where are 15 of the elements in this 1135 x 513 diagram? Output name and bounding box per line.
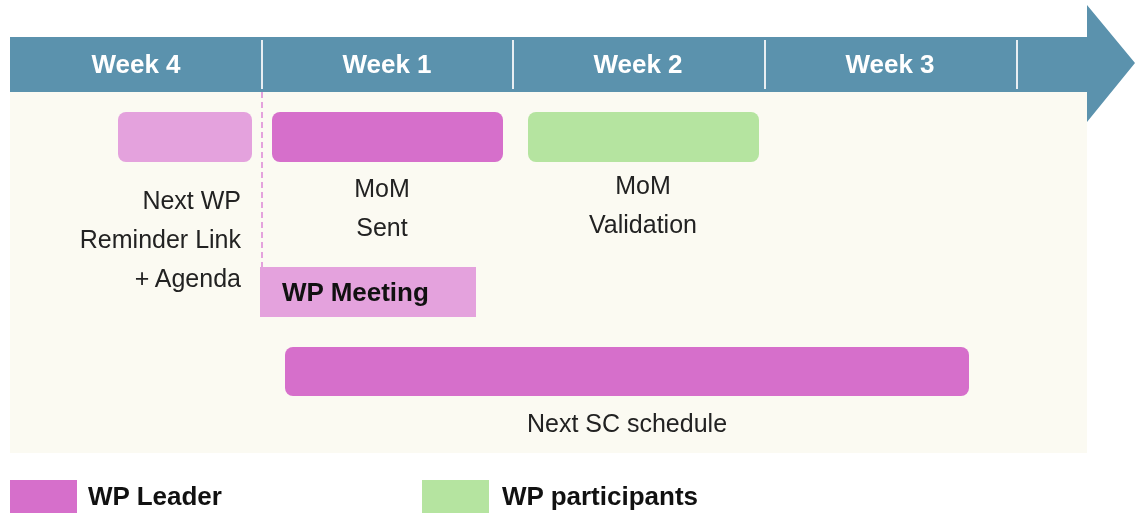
bar-caption: MoM Validation	[588, 170, 698, 240]
week-label: Week 3	[844, 48, 936, 81]
bar-caption: MoM Sent	[353, 173, 411, 243]
bar-caption: Next WP Reminder Link + Agenda	[78, 185, 241, 294]
timeline-bar	[118, 112, 252, 162]
legend-label: WP Leader	[88, 480, 222, 513]
week-label: Week 4	[90, 48, 182, 81]
timeline-bar	[528, 112, 759, 162]
legend-label: WP participants	[502, 480, 698, 513]
timeline-bar	[272, 112, 503, 162]
meeting-box: WP Meeting	[260, 267, 476, 317]
week-label: Week 2	[592, 48, 684, 81]
bar-caption: Next SC schedule	[525, 408, 729, 439]
week-label: Week 1	[341, 48, 433, 81]
timeline-bar	[285, 347, 969, 396]
